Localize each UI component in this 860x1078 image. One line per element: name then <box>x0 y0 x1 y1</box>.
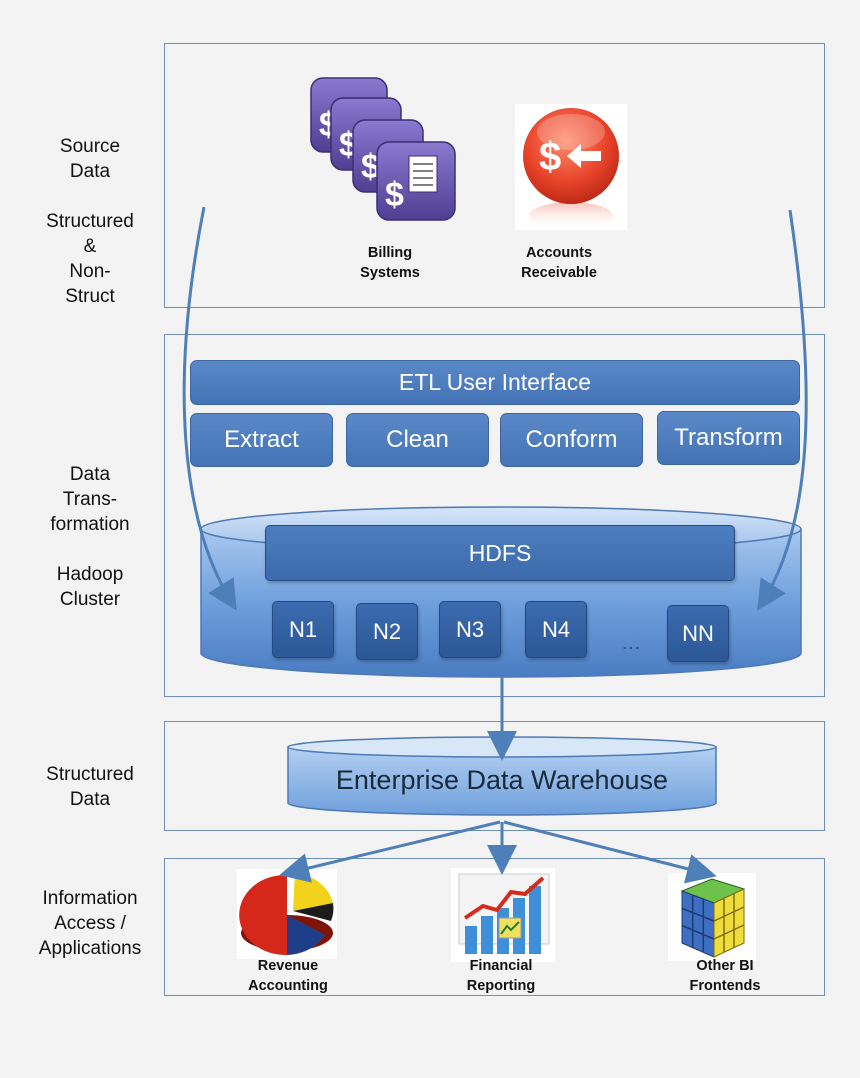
accounts-receivable-icon: $ <box>515 104 627 230</box>
hadoop-node-n3: N3 <box>439 601 501 658</box>
accounts-receivable-caption: Accounts Receivable <box>521 245 597 281</box>
hdfs-bar: HDFS <box>265 525 735 581</box>
billing-systems-icon: $ $ $ $ <box>310 77 456 221</box>
node-ellipsis: … <box>621 632 641 654</box>
pie-chart-icon <box>237 869 337 959</box>
layer-label-structured: Structured Data <box>46 764 134 810</box>
financial-reporting-caption: Financial Reporting <box>466 958 536 994</box>
layer-label-access: Information Access / Applications <box>38 888 142 959</box>
etl-step-clean: Clean <box>346 413 489 467</box>
cube-icon <box>668 873 756 961</box>
source-data-section <box>164 43 825 308</box>
etl-user-interface-bar: ETL User Interface <box>190 360 800 405</box>
data-warehouse-label: Enterprise Data Warehouse <box>335 765 669 795</box>
etl-step-transform: Transform <box>657 411 800 465</box>
svg-text:$: $ <box>385 176 404 214</box>
etl-step-conform: Conform <box>500 413 643 467</box>
billing-systems-caption: Billing Systems <box>360 245 420 281</box>
data-warehouse-cylinder <box>287 736 717 816</box>
revenue-accounting-caption: Revenue Accounting <box>248 958 328 994</box>
hadoop-node-n4: N4 <box>525 601 587 658</box>
bar-chart-icon <box>451 868 555 962</box>
hadoop-node-n1: N1 <box>272 601 334 658</box>
svg-text:$: $ <box>539 135 561 179</box>
etl-step-extract: Extract <box>190 413 333 467</box>
other-bi-frontends-caption: Other BI Frontends <box>689 958 761 994</box>
layer-label-transform: Data Trans- formation Hadoop Cluster <box>50 464 130 610</box>
layer-label-source: Source Data Structured & Non- Struct <box>46 136 134 307</box>
hadoop-node-nn: NN <box>667 605 729 662</box>
hadoop-node-n2: N2 <box>356 603 418 660</box>
svg-text:$: $ <box>361 148 380 186</box>
